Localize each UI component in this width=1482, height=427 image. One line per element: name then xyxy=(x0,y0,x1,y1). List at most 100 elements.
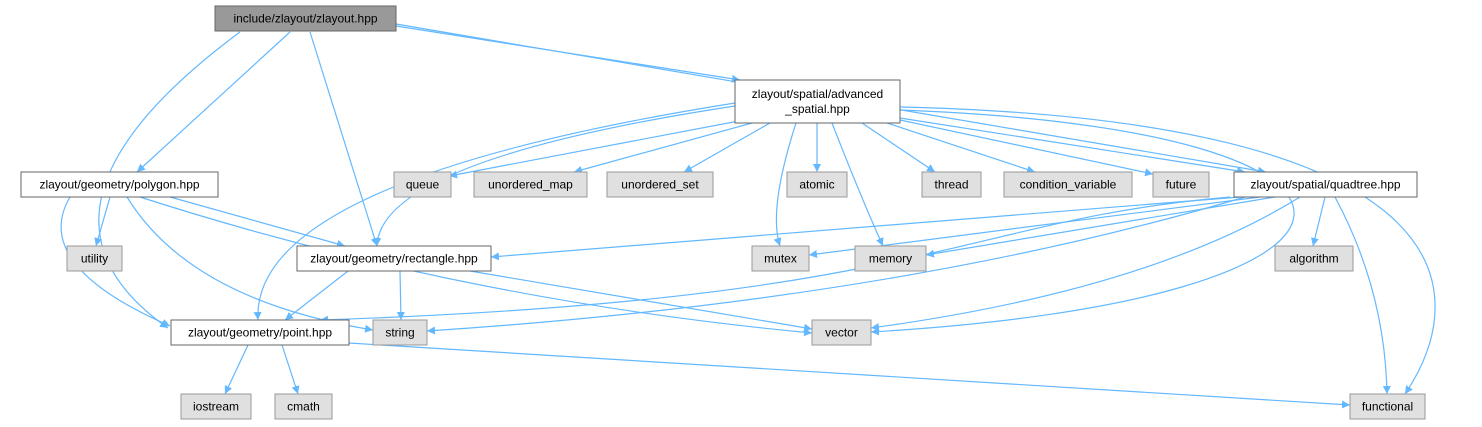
node-box xyxy=(372,319,428,346)
edge-adv-to-functional xyxy=(899,106,1436,395)
node-iostream: iostream xyxy=(180,393,252,420)
node-label: utility xyxy=(81,252,108,266)
edge-quadtree-to-functional xyxy=(1334,196,1391,395)
node-box xyxy=(786,171,848,198)
edge-adv-to-memory xyxy=(831,122,884,247)
node-label: include/zlayout/zlayout.hpp xyxy=(233,12,377,26)
edge-adv-to-rectangle xyxy=(373,105,736,247)
node-adv[interactable]: zlayout/spatial/advanced_spatial.hpp xyxy=(734,79,901,124)
edge-quadtree-to-string xyxy=(426,196,1246,335)
nodes-layer: include/zlayout/zlayout.hpp zlayout/spati… xyxy=(20,5,1426,420)
edge-polygon-to-vector xyxy=(139,196,813,337)
node-label: future xyxy=(1166,178,1197,192)
node-box xyxy=(606,171,714,198)
node-box xyxy=(214,5,397,32)
edge-root-to-rectangle xyxy=(309,31,379,247)
node-box xyxy=(751,245,810,272)
node-utility: utility xyxy=(66,245,123,272)
node-box xyxy=(811,319,872,346)
node-box xyxy=(734,79,901,124)
node-label: vector xyxy=(825,326,858,340)
node-cmath: cmath xyxy=(274,393,333,420)
node-label: queue xyxy=(406,178,440,192)
node-box xyxy=(473,171,588,198)
node-algorithm: algorithm xyxy=(1274,245,1354,272)
edge-adv-to-mutex xyxy=(773,122,797,247)
node-label: cmath xyxy=(287,400,320,414)
node-box xyxy=(921,171,982,198)
edge-root-to-polygon xyxy=(136,31,291,173)
node-unordered-set: unordered_set xyxy=(606,171,714,198)
edge-polygon-to-rectangle xyxy=(169,196,346,248)
node-label: _spatial.hpp xyxy=(784,102,850,116)
node-label: string xyxy=(385,326,414,340)
node-rectangle[interactable]: zlayout/geometry/rectangle.hpp xyxy=(296,245,492,272)
edge-adv-to-unordered_set xyxy=(683,122,771,173)
node-box xyxy=(854,245,927,272)
node-condition-variable: condition_variable xyxy=(1003,171,1133,198)
node-label: memory xyxy=(869,252,912,266)
node-polygon[interactable]: zlayout/geometry/polygon.hpp xyxy=(20,171,219,198)
edge-quadtree-to-rectangle xyxy=(490,196,1241,261)
node-root[interactable]: include/zlayout/zlayout.hpp xyxy=(214,5,397,32)
node-label: zlayout/geometry/point.hpp xyxy=(188,326,332,340)
edge-quadtree-to-memory xyxy=(925,196,1276,258)
edge-point-to-iostream xyxy=(224,344,249,395)
edge-rectangle-to-vector xyxy=(469,270,813,332)
node-label: zlayout/geometry/polygon.hpp xyxy=(39,178,199,192)
node-label: unordered_map xyxy=(488,178,573,192)
node-label: zlayout/spatial/quadtree.hpp xyxy=(1250,178,1400,192)
edge-quadtree-to-algorithm xyxy=(1311,196,1326,247)
node-box xyxy=(274,393,333,420)
edge-adv-to-point xyxy=(253,102,736,321)
node-memory: memory xyxy=(854,245,927,272)
edge-adv-to-unordered_map xyxy=(573,122,753,174)
node-box xyxy=(1349,393,1426,420)
edge-adv-to-vector xyxy=(870,109,1295,336)
edge-adv-to-quadtree xyxy=(899,117,1246,175)
node-label: atomic xyxy=(799,178,834,192)
edge-polygon-to-utility xyxy=(94,196,111,247)
edge-adv-to-queue xyxy=(448,119,745,179)
edge-rectangle-to-point xyxy=(284,270,349,321)
edge-adv-to-condition_variable xyxy=(886,122,1036,174)
node-box xyxy=(296,245,492,272)
node-label: unordered_set xyxy=(621,178,699,192)
node-quadtree[interactable]: zlayout/spatial/quadtree.hpp xyxy=(1233,171,1418,198)
node-vector: vector xyxy=(811,319,872,346)
node-box xyxy=(1233,171,1418,198)
node-label: algorithm xyxy=(1289,252,1338,266)
edge-quadtree-to-vector xyxy=(870,196,1301,331)
node-mutex: mutex xyxy=(751,245,810,272)
node-label: functional xyxy=(1362,400,1413,414)
node-string: string xyxy=(372,319,428,346)
edge-adv-to-future xyxy=(899,119,1154,177)
node-box xyxy=(66,245,123,272)
node-box xyxy=(180,393,252,420)
edge-rectangle-to-string xyxy=(396,270,405,321)
edge-quadtree-to-mutex xyxy=(808,196,1261,258)
node-label: zlayout/spatial/advanced xyxy=(752,87,883,101)
edge-adv-to-thread xyxy=(861,122,936,173)
node-label: mutex xyxy=(764,252,797,266)
node-queue: queue xyxy=(393,171,452,198)
node-label: iostream xyxy=(193,400,239,414)
node-box xyxy=(1274,245,1354,272)
node-functional: functional xyxy=(1349,393,1426,420)
edge-point-to-functional xyxy=(348,342,1351,409)
node-label: thread xyxy=(934,178,968,192)
node-box xyxy=(1003,171,1133,198)
node-point[interactable]: zlayout/geometry/point.hpp xyxy=(170,319,350,346)
edge-point-to-cmath xyxy=(281,344,300,395)
node-box xyxy=(170,319,350,346)
node-atomic: atomic xyxy=(786,171,848,198)
node-label: condition_variable xyxy=(1020,178,1117,192)
node-unordered-map: unordered_map xyxy=(473,171,588,198)
node-future: future xyxy=(1152,171,1210,198)
node-label: zlayout/geometry/rectangle.hpp xyxy=(310,252,478,266)
node-box xyxy=(20,171,219,198)
node-thread: thread xyxy=(921,171,982,198)
node-box xyxy=(1152,171,1210,198)
node-box xyxy=(393,171,452,198)
